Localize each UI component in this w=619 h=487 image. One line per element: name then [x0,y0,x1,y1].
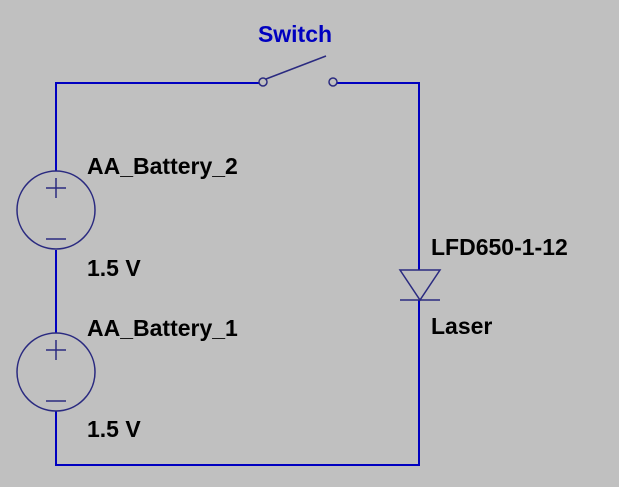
laser-part-label: LFD650-1-12 [431,234,568,260]
wires [55,82,420,466]
battery-1[interactable]: AA_Battery_1 1.5 V [16,315,238,442]
wire-top-right [337,82,420,270]
wire-top-left [55,82,259,171]
diode-triangle [398,269,442,302]
switch-label: Switch [258,21,332,47]
switch[interactable]: Switch [258,21,338,87]
laser-diode[interactable]: LFD650-1-12 Laser [398,234,568,339]
battery-1-value: 1.5 V [87,416,141,442]
switch-terminal-right [328,77,338,87]
battery-2-value: 1.5 V [87,255,141,281]
switch-lever [265,55,327,80]
battery-1-name: AA_Battery_1 [87,315,238,341]
battery-1-symbol [16,332,96,412]
switch-terminal-left [258,77,268,87]
battery-2-symbol [16,170,96,250]
wire-bottom [55,300,420,466]
battery-2[interactable]: AA_Battery_2 1.5 V [16,153,238,281]
battery-2-name: AA_Battery_2 [87,153,238,179]
laser-type-label: Laser [431,313,492,339]
